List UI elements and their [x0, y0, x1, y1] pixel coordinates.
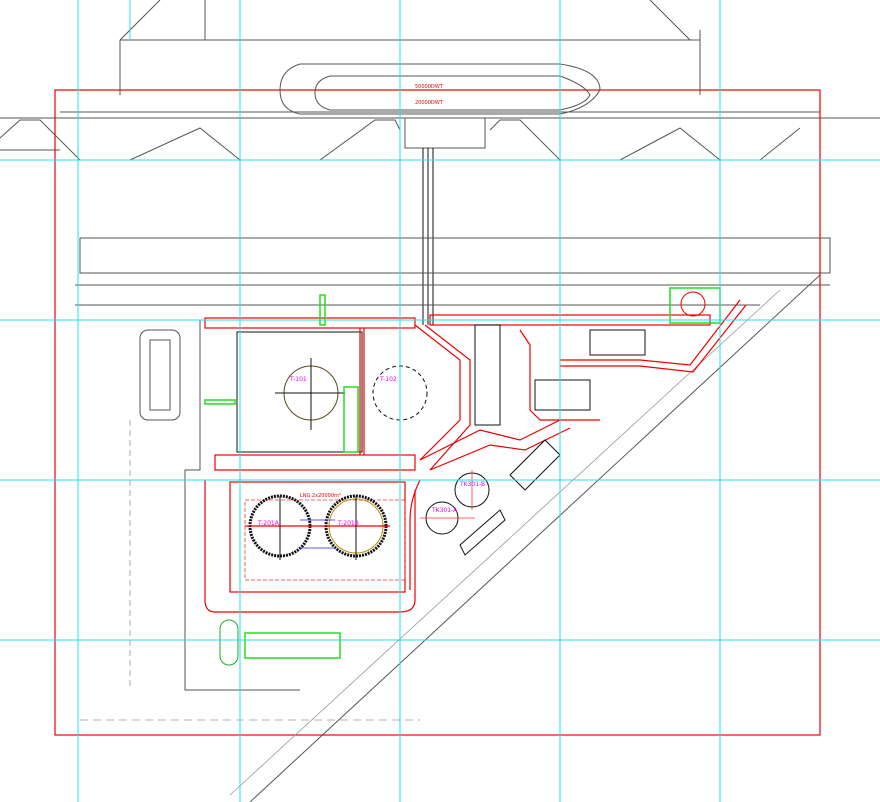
equipment-skids — [204, 287, 721, 666]
shoreline — [229, 274, 821, 802]
left-area — [80, 320, 420, 721]
tank-area-label: LNG 2x20000m³ — [300, 493, 341, 499]
berth-label-50000: 50000DWT — [415, 84, 444, 90]
site-boundary — [54, 89, 821, 736]
pipe-racks — [204, 299, 747, 613]
tank-label-t201a: T-201A — [257, 520, 280, 527]
berth-label-20000: 20000DWT — [415, 100, 444, 106]
jetty-structure — [0, 0, 880, 161]
tank-area-1: T-101 T-102 — [236, 331, 428, 453]
berth-labels: 50000DWT 20000DWT — [415, 84, 444, 106]
tank-label-t102: T-102 — [379, 376, 397, 383]
tank-label-t201b: T-201B — [337, 520, 359, 527]
tank-area-2: T-201A T-201B LNG 2x20000m³ — [245, 493, 390, 560]
tank-label-tk301a: TK301-A — [431, 507, 458, 514]
trestle — [75, 148, 831, 325]
tank-label-tk301b: TK301-B — [459, 481, 485, 488]
tank-label-t101: T-101 — [289, 376, 307, 383]
